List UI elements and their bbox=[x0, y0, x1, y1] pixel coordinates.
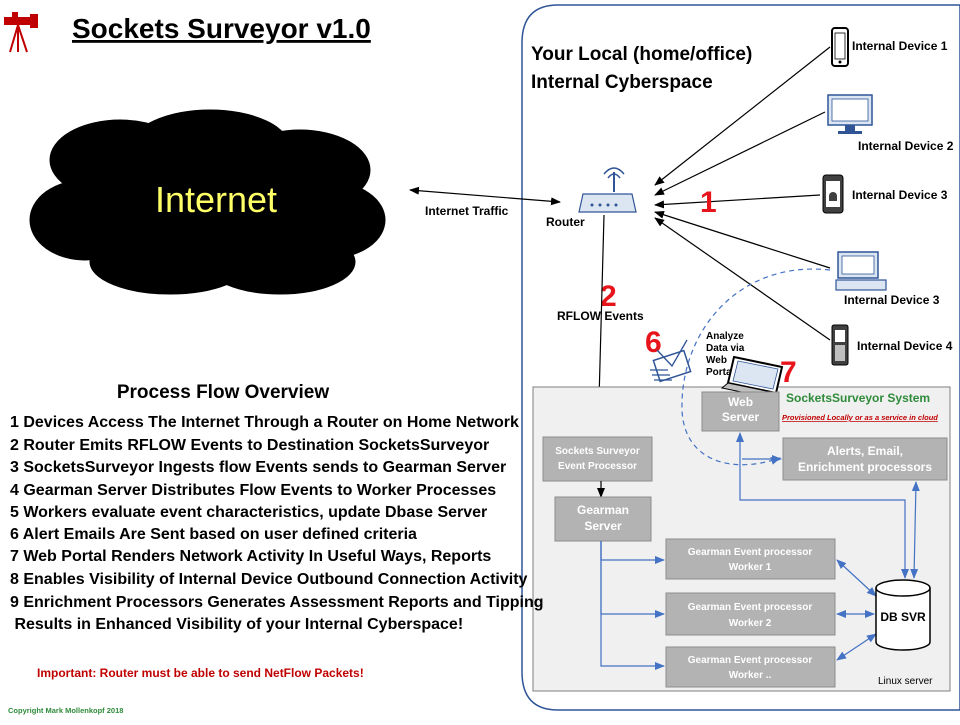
local-label-line2: Internal Cyberspace bbox=[531, 72, 713, 93]
device-3b-label: Internal Device 3 bbox=[844, 293, 940, 307]
analyze-label-1: Analyze bbox=[706, 331, 744, 342]
device4-arrow bbox=[654, 217, 831, 341]
worker-2-label-2: Worker 2 bbox=[729, 618, 772, 629]
alerts-label-2: Enrichment processors bbox=[798, 460, 932, 474]
device3b-arrow bbox=[654, 210, 831, 269]
webserver-db-link bbox=[736, 432, 909, 579]
internet-label: Internet bbox=[155, 179, 277, 220]
desktop-icon bbox=[827, 94, 873, 134]
system-title: SocketsSurveyor System bbox=[786, 391, 930, 405]
process-step-7: 7 Web Portal Renders Network Activity In… bbox=[10, 548, 491, 565]
alerts-label-1: Alerts, Email, bbox=[827, 444, 903, 458]
event-processor-box bbox=[542, 436, 653, 482]
worker-3-box bbox=[665, 646, 836, 688]
device-4-label: Internal Device 4 bbox=[857, 339, 953, 353]
desktop-icon bbox=[835, 251, 887, 291]
process-step-8: 8 Enables Visibility of Internal Device … bbox=[10, 571, 528, 588]
worker-3-label-2: Worker .. bbox=[729, 670, 772, 681]
web-server-label-1: Web bbox=[728, 395, 753, 409]
internet-traffic-label: Internet Traffic bbox=[425, 204, 509, 218]
page-title: Sockets Surveyor v1.0 bbox=[72, 13, 371, 44]
android-phone-icon bbox=[822, 174, 844, 214]
device1-arrow bbox=[654, 46, 831, 186]
system-subtitle: Provisioned Locally or as a service in c… bbox=[782, 413, 938, 422]
analyze-label-3: Web bbox=[706, 355, 727, 366]
step-number-1: 1 bbox=[700, 186, 717, 219]
analyze-label-4: Portal bbox=[706, 367, 735, 378]
process-step-1: 1 Devices Access The Internet Through a … bbox=[10, 414, 519, 431]
process-step-9: 9 Enrichment Processors Generates Assess… bbox=[10, 594, 544, 611]
worker-3-label-1: Gearman Event processor bbox=[688, 655, 813, 666]
process-step-4: 4 Gearman Server Distributes Flow Events… bbox=[10, 482, 496, 499]
worker-1-label-1: Gearman Event processor bbox=[688, 547, 813, 558]
worker3-db-link bbox=[836, 633, 877, 661]
important-note: Important: Router must be able to send N… bbox=[37, 666, 364, 680]
process-step-5: 5 Workers evaluate event characteristics… bbox=[10, 504, 487, 521]
laptop-icon bbox=[720, 355, 784, 399]
phone-icon bbox=[831, 27, 849, 67]
internet-traffic-arrow bbox=[409, 186, 561, 206]
device-2-label: Internal Device 2 bbox=[858, 139, 954, 153]
local-label-line1: Your Local (home/office) bbox=[531, 44, 752, 65]
worker-1-box bbox=[665, 538, 836, 580]
event-processor-label-2: Event Processor bbox=[558, 461, 637, 472]
analyze-label-2: Data via bbox=[706, 343, 745, 354]
alerts-db-link bbox=[910, 481, 920, 579]
worker-1-label-2: Worker 1 bbox=[729, 562, 772, 573]
process-step-6: 6 Alert Emails Are Sent based on user de… bbox=[10, 526, 417, 543]
gearman-server-label-2: Server bbox=[584, 519, 622, 533]
device-3-label: Internal Device 3 bbox=[852, 188, 948, 202]
rflow-label: RFLOW Events bbox=[557, 309, 644, 323]
process-step-result: Results in Enhanced Visibility of your I… bbox=[10, 616, 463, 633]
analyze-dashed-path bbox=[681, 268, 831, 466]
internet-cloud bbox=[29, 109, 386, 295]
email-icon bbox=[650, 339, 692, 383]
process-flow-heading: Process Flow Overview bbox=[117, 382, 329, 403]
web-server-box bbox=[701, 391, 780, 432]
gearman-to-worker3 bbox=[600, 541, 665, 670]
worker-2-box bbox=[665, 592, 836, 636]
worker-2-label-1: Gearman Event processor bbox=[688, 602, 813, 613]
linux-server-label: Linux server bbox=[878, 676, 933, 687]
copyright-label: Copyright Mark Mollenkopf 2018 bbox=[8, 706, 123, 715]
gearman-server-box bbox=[554, 496, 652, 542]
database-icon bbox=[875, 579, 931, 651]
event-processor-label-1: Sockets Surveyor bbox=[555, 446, 640, 457]
db-label: DB SVR bbox=[880, 610, 926, 624]
device2-arrow bbox=[654, 111, 826, 196]
process-step-3: 3 SocketsSurveyor Ingests flow Events se… bbox=[10, 459, 506, 476]
router-icon bbox=[578, 167, 637, 213]
device3-arrow bbox=[654, 194, 821, 209]
local-cyberspace-region bbox=[521, 4, 960, 711]
device-1-label: Internal Device 1 bbox=[852, 39, 948, 53]
gearman-server-label-1: Gearman bbox=[577, 503, 629, 517]
phone-icon bbox=[831, 324, 849, 366]
step-number-6: 6 bbox=[645, 326, 662, 359]
process-step-2: 2 Router Emits RFLOW Events to Destinati… bbox=[10, 437, 489, 454]
router-label: Router bbox=[546, 215, 585, 229]
web-server-label-2: Server bbox=[722, 410, 760, 424]
step-number-2: 2 bbox=[600, 280, 617, 313]
logo-tripod-icon bbox=[4, 12, 38, 53]
step-number-7: 7 bbox=[780, 356, 797, 389]
